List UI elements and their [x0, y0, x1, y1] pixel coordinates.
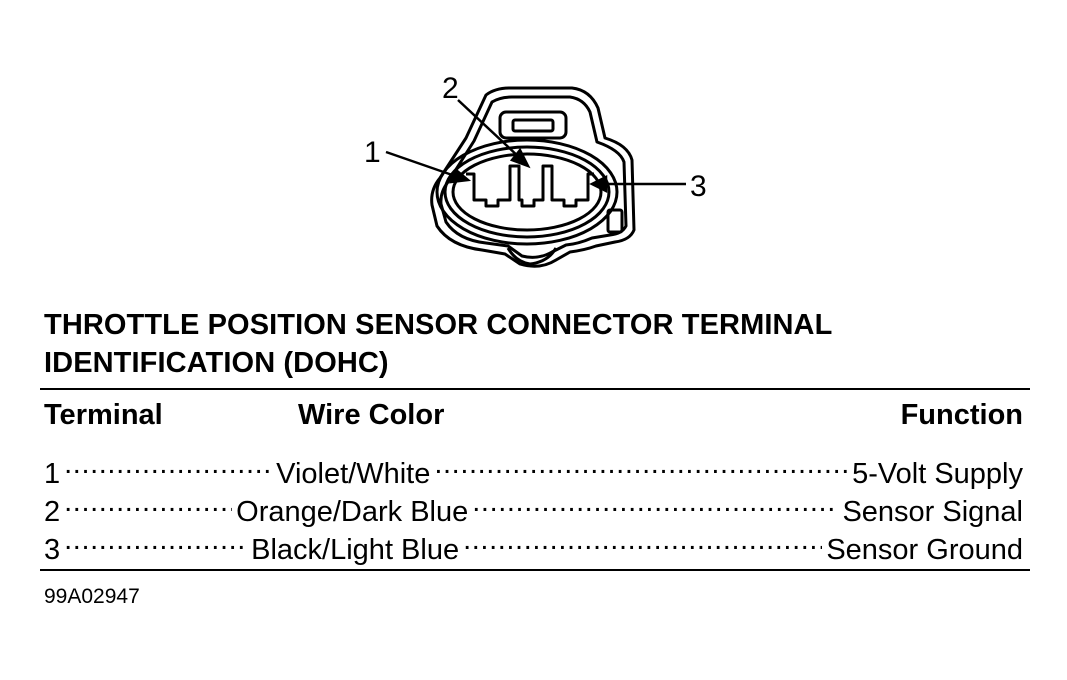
dot-leader [64, 521, 247, 559]
connector-housing-outer [430, 86, 636, 268]
connector-diagram: 1 2 3 [364, 72, 707, 268]
side-latch [606, 208, 624, 234]
dot-leader [472, 483, 838, 521]
dot-leader [463, 521, 822, 559]
table-title-line-2: IDENTIFICATION (DOHC) [44, 347, 389, 379]
table-title: THROTTLE POSITION SENSOR CONNECTOR TERMI… [44, 306, 1024, 382]
table-row: 3 Black/Light Blue Sensor Ground [44, 521, 1023, 566]
table-row: 2 Orange/Dark Blue Sensor Signal [44, 483, 1023, 528]
locking-tab [498, 110, 568, 140]
row-function: Sensor Ground [826, 534, 1023, 566]
row-function: 5-Volt Supply [852, 458, 1023, 490]
dot-leader [64, 483, 232, 521]
table-row: 1 Violet/White 5-Volt Supply [44, 445, 1023, 490]
row-wire-color: Orange/Dark Blue [236, 496, 469, 528]
row-terminal: 3 [44, 534, 61, 566]
seal-ring-middle [443, 145, 611, 239]
table-title-line-1: THROTTLE POSITION SENSOR CONNECTOR TERMI… [44, 309, 833, 341]
terminal-cavity [466, 164, 594, 208]
row-wire-color: Black/Light Blue [251, 534, 460, 566]
callout-1-label: 1 [364, 136, 381, 169]
bottom-boss [506, 247, 558, 266]
callout-2-arrowhead [509, 147, 531, 169]
callout-3-arrowhead [589, 174, 608, 194]
seal-ring-inner [451, 152, 603, 232]
top-rule [40, 388, 1030, 390]
row-terminal: 2 [44, 496, 61, 528]
header-function: Function [900, 399, 1023, 431]
header-wire-color: Wire Color [298, 399, 445, 431]
dot-leader [64, 445, 272, 483]
callout-1-arrowhead [449, 167, 472, 184]
row-function: Sensor Signal [842, 496, 1023, 528]
row-terminal: 1 [44, 458, 61, 490]
header-terminal: Terminal [44, 399, 163, 431]
figure-code: 99A02947 [44, 585, 140, 608]
callout-3-label: 3 [690, 170, 707, 203]
connector-housing-inner [439, 95, 628, 259]
callout-2-leader [457, 99, 521, 159]
bottom-rule [40, 569, 1030, 571]
locking-tab-slot [511, 118, 555, 133]
seal-ring-outer [435, 138, 619, 246]
dot-leader [434, 445, 848, 483]
row-wire-color: Violet/White [276, 458, 431, 490]
callout-1-leader [385, 150, 459, 179]
callout-2-label: 2 [442, 72, 459, 105]
